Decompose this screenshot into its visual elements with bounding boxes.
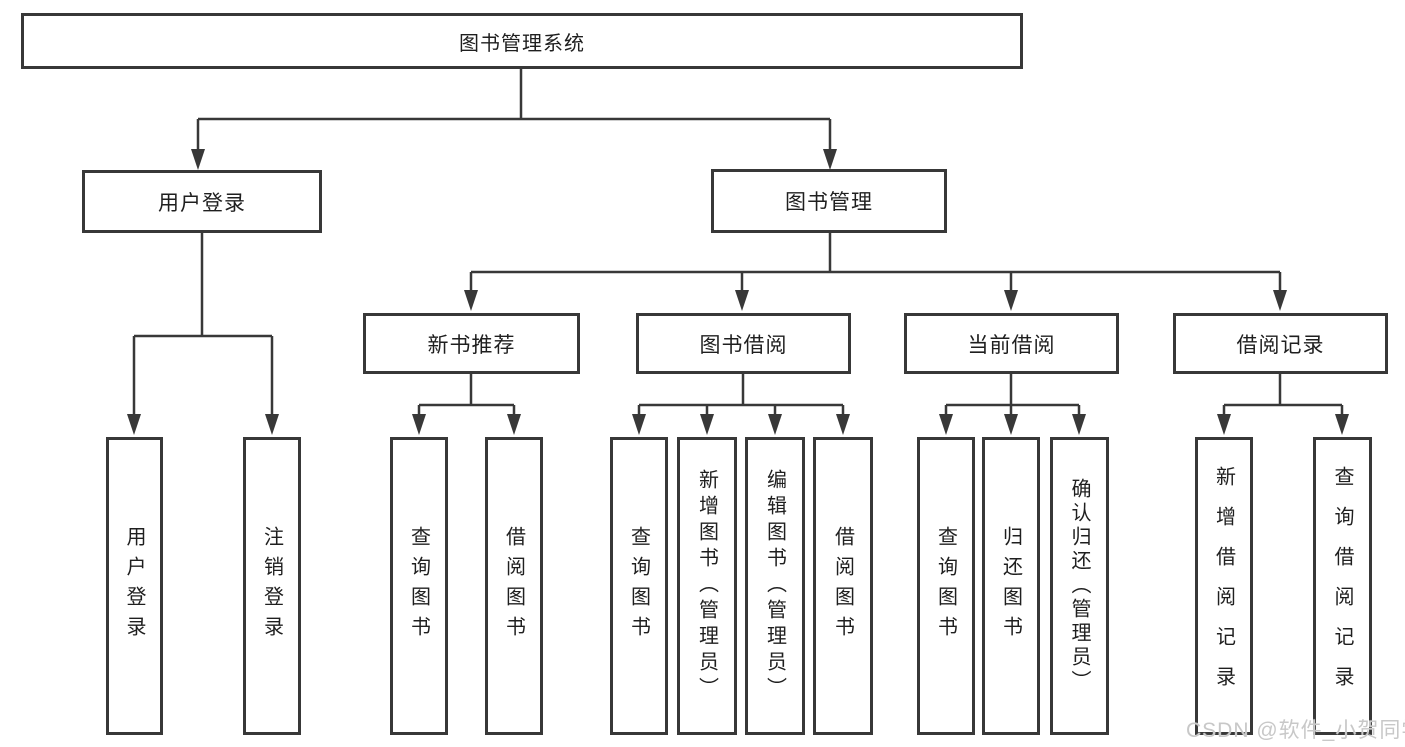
leaf-query-book-current: 查询图书 <box>917 437 975 735</box>
node-user-login-branch: 用户登录 <box>82 170 322 233</box>
leaf-logout: 注销登录 <box>243 437 301 735</box>
node-current-borrowing: 当前借阅 <box>904 313 1119 374</box>
leaf-return-book: 归还图书 <box>982 437 1040 735</box>
leaf-query-book-borrowing: 查询图书 <box>610 437 668 735</box>
leaf-borrow-book-recommend: 借阅图书 <box>485 437 543 735</box>
leaf-edit-book-admin: 编辑图书（管理员） <box>745 437 805 735</box>
leaf-user-login: 用户登录 <box>106 437 163 735</box>
leaf-confirm-return-admin: 确认归还（管理员） <box>1050 437 1109 735</box>
node-library-system-root: 图书管理系统 <box>21 13 1023 69</box>
leaf-add-book-admin: 新增图书（管理员） <box>677 437 737 735</box>
leaf-borrow-book: 借阅图书 <box>813 437 873 735</box>
leaf-query-borrow-record: 查询借阅记录 <box>1313 437 1372 735</box>
node-book-management-branch: 图书管理 <box>711 169 947 233</box>
node-book-borrowing: 图书借阅 <box>636 313 851 374</box>
arrowheads <box>127 149 1349 435</box>
leaf-query-book-recommend: 查询图书 <box>390 437 448 735</box>
leaf-add-borrow-record: 新增借阅记录 <box>1195 437 1253 735</box>
node-new-book-recommend: 新书推荐 <box>363 313 580 374</box>
node-borrowing-records: 借阅记录 <box>1173 313 1388 374</box>
